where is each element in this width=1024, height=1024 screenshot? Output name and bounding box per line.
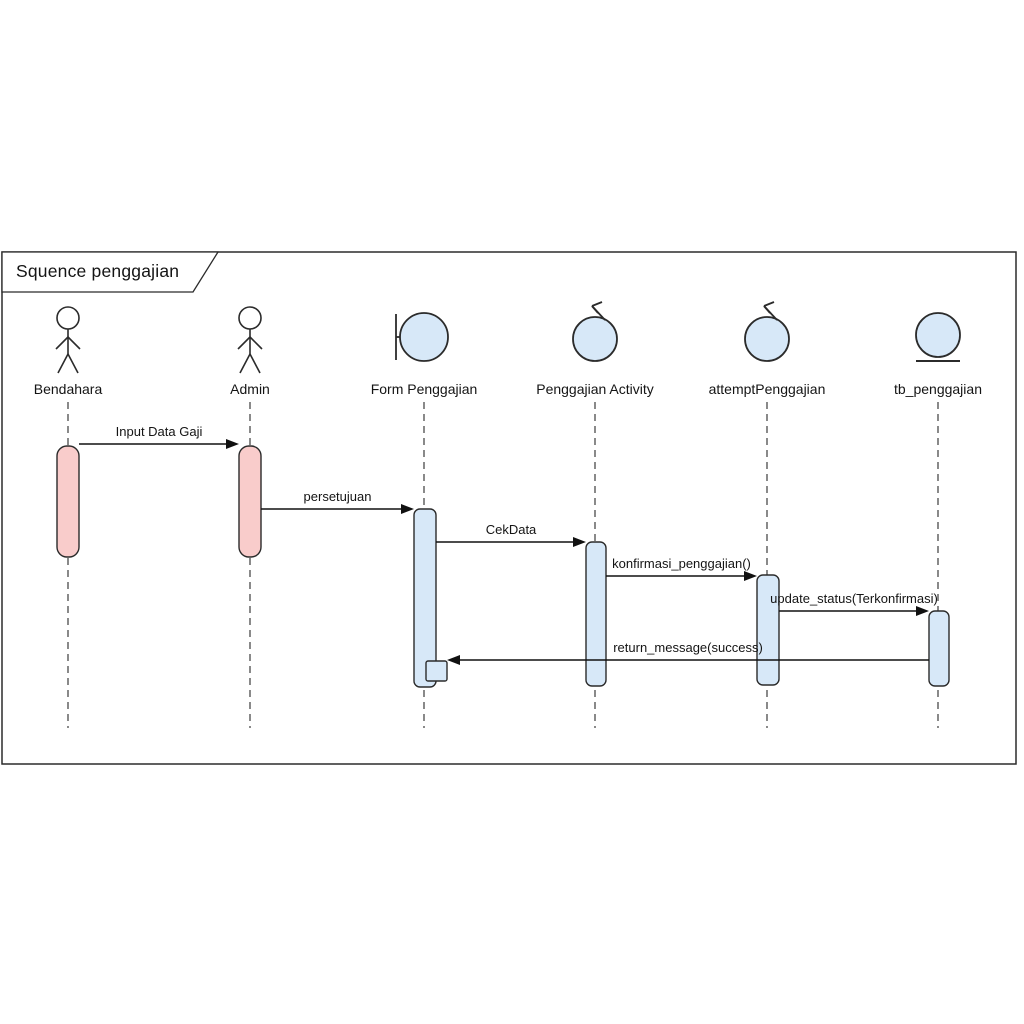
message-arrow-4	[779, 606, 929, 616]
message-label-5: return_message(success)	[613, 640, 763, 655]
participant-label-bendahara: Bendahara	[33, 381, 103, 397]
participant-label-attempt-penggajian: attemptPenggajian	[708, 381, 826, 397]
bendahara-activation	[56, 445, 80, 558]
tb-penggajian-activation	[928, 610, 950, 687]
arrowhead-icon	[573, 537, 586, 547]
sequence-frame	[1, 251, 1017, 765]
message-label-4: update_status(Terkonfirmasi)	[770, 591, 938, 606]
message-arrow-2	[436, 537, 586, 547]
arrowhead-icon	[916, 606, 929, 616]
attempt-penggajian-control-icon	[744, 301, 790, 362]
bendahara-actor-icon	[55, 306, 81, 374]
participant-label-admin: Admin	[230, 381, 270, 397]
form-penggajian-nested-activation	[425, 660, 448, 682]
form-penggajian-boundary-icon	[395, 312, 449, 362]
message-arrow-3	[606, 571, 757, 581]
admin-actor-icon	[237, 306, 263, 374]
arrowhead-icon	[401, 504, 414, 514]
message-label-2: CekData	[485, 522, 537, 537]
message-label-1: persetujuan	[303, 489, 372, 504]
attempt-penggajian-activation	[756, 574, 780, 686]
penggajian-activity-activation	[585, 541, 607, 687]
penggajian-activity-control-icon	[572, 301, 618, 362]
message-arrow-0	[79, 439, 239, 449]
tb-penggajian-entity-icon	[915, 312, 961, 362]
arrowhead-icon	[744, 571, 757, 581]
message-arrow-5	[447, 655, 929, 665]
participant-label-tb-penggajian: tb_penggajian	[894, 381, 982, 397]
arrowhead-icon	[447, 655, 460, 665]
frame-title: Squence penggajian	[16, 261, 180, 281]
message-label-0: Input Data Gaji	[115, 424, 203, 439]
frame-title-tab	[1, 251, 220, 293]
message-label-3: konfirmasi_penggajian()	[612, 556, 751, 571]
arrowhead-icon	[226, 439, 239, 449]
admin-activation	[238, 445, 262, 558]
participant-label-penggajian-activity: Penggajian Activity	[536, 381, 654, 397]
message-arrow-1	[261, 504, 414, 514]
form-penggajian-activation	[413, 508, 437, 688]
participant-label-form-penggajian: Form Penggajian	[370, 381, 478, 397]
